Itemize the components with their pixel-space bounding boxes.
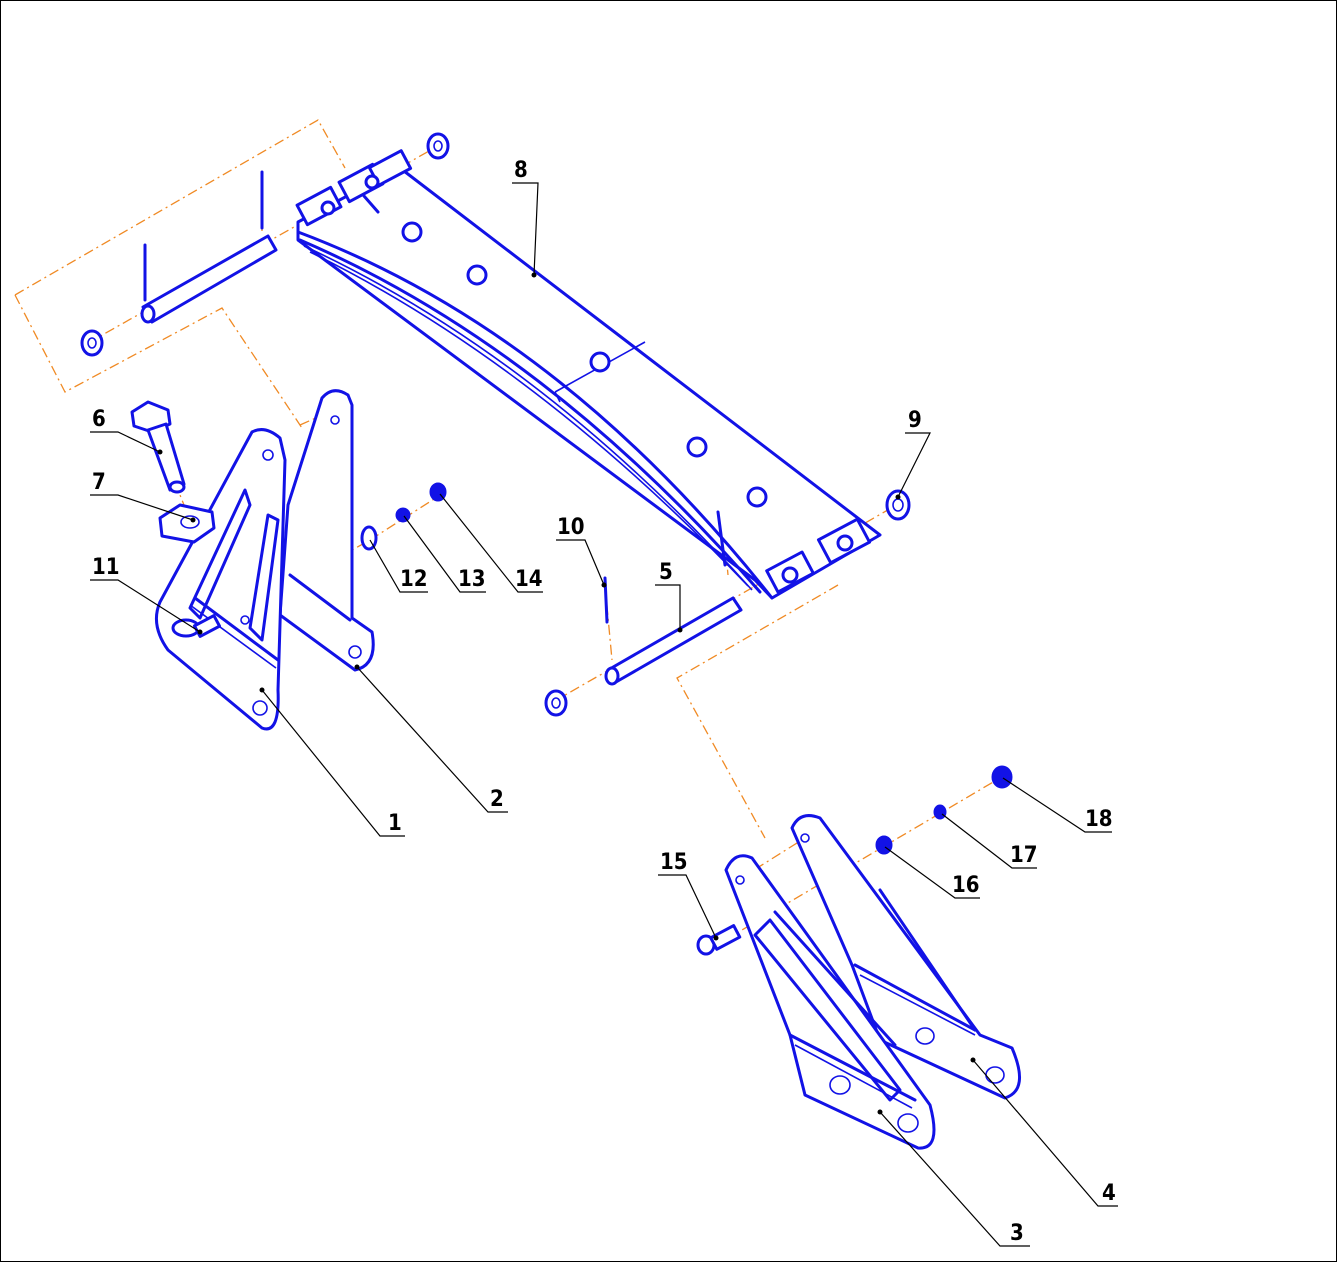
callout-16: 16: [952, 873, 980, 898]
callout-3: 3: [1010, 1221, 1024, 1246]
front-bracket-parts-1-2: [154, 389, 375, 731]
callout-9: 9: [908, 408, 922, 433]
leader-dots: [157, 272, 976, 1115]
callout-8: 8: [514, 158, 528, 183]
upper-pin-assembly: [80, 132, 450, 357]
callout-5: 5: [659, 560, 673, 585]
washers-parts-16-17-18: [875, 765, 1013, 855]
bolt-part-6: [130, 400, 186, 494]
callout-13: 13: [458, 567, 486, 592]
leaf-spring-part-8: [295, 149, 882, 600]
callout-18: 18: [1085, 807, 1113, 832]
washer-part-9: [885, 489, 911, 521]
nut-part-7: [158, 503, 216, 544]
callout-11: 11: [92, 555, 120, 580]
callout-4: 4: [1102, 1181, 1116, 1206]
callout-1: 1: [388, 811, 402, 836]
rear-bracket-parts-3-4: [724, 814, 1022, 1150]
callout-15: 15: [660, 850, 688, 875]
callout-17: 17: [1010, 843, 1038, 868]
callout-7: 7: [92, 470, 106, 495]
callout-6: 6: [92, 407, 106, 432]
callout-14: 14: [515, 567, 543, 592]
callout-12: 12: [400, 567, 428, 592]
callout-10: 10: [557, 515, 585, 540]
callout-2: 2: [490, 787, 504, 812]
lower-pin-part-5: [544, 576, 743, 717]
bolt-part-15: [696, 924, 742, 956]
leader-lines: [90, 182, 1118, 1247]
callout-labels: 1 2 3 4 5 6 7 8 9 10 11 12 13 14 15 16 1…: [92, 158, 1116, 1246]
